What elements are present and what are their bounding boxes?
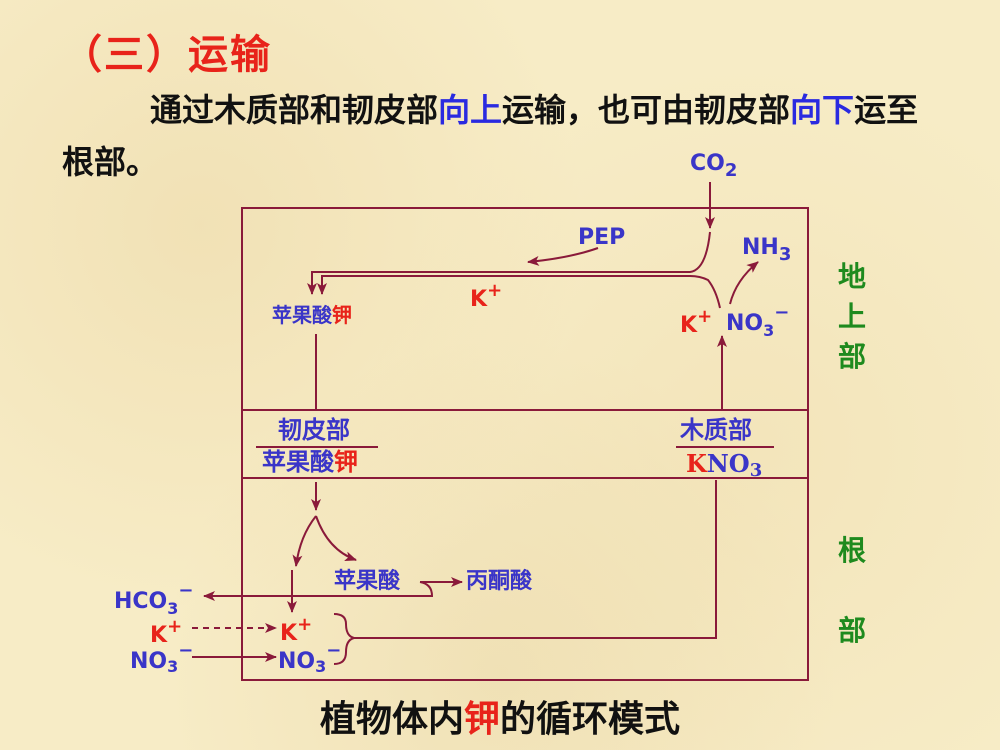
above-ground-char-2: 上	[838, 300, 866, 333]
split-right-arrow	[315, 515, 357, 562]
diagram-caption: 植物体内钾的循环模式	[0, 690, 1000, 742]
assimilation-arrow	[307, 231, 711, 295]
k-plus-top-label: K+	[470, 280, 502, 312]
hco3-label: HCO3−	[114, 580, 194, 618]
xylem-label: 木质部	[679, 415, 752, 444]
root-char-2: 部	[838, 614, 866, 647]
split-left-arrow	[292, 515, 317, 567]
no3-soil-label: NO3−	[130, 640, 193, 676]
k-plus-soil-label: K+	[150, 616, 182, 648]
pep-label: PEP	[578, 225, 625, 250]
nh3-label: NH3	[742, 235, 791, 265]
caption-text-2: 的循环模式	[500, 698, 681, 740]
para-emphasis-up: 向上	[438, 91, 503, 129]
hco3-arrow	[203, 581, 434, 601]
para-emphasis-down: 向下	[790, 91, 855, 129]
section-heading: （三）运输	[62, 32, 272, 78]
k-plus-root-label: K+	[280, 614, 312, 646]
diagram-frame	[241, 207, 809, 681]
no3-root-label: NO3−	[278, 640, 341, 676]
pyruvate-label: 丙酮酸	[466, 568, 533, 594]
pep-arrow	[527, 247, 599, 266]
above-ground-char-3: 部	[838, 340, 866, 373]
intro-paragraph: 通过木质部和韧皮部向上运输，也可由韧皮部向下运至根部。	[62, 84, 942, 188]
para-text-2: 运输，也可由韧皮部	[502, 91, 791, 129]
malic-acid-label: 苹果酸	[334, 568, 401, 594]
above-ground-char-1: 地	[838, 260, 866, 293]
caption-potassium: 钾	[463, 698, 500, 740]
caption-text-1: 植物体内	[319, 698, 464, 740]
phloem-label: 韧皮部	[278, 415, 350, 444]
k-supply-arrow	[317, 275, 721, 309]
no3-shoot-label: NO3−	[726, 302, 789, 340]
potassium-malate-label: 苹果酸钾	[272, 303, 352, 327]
phloem-content-label: 苹果酸钾	[262, 447, 358, 476]
root-char-1: 根	[838, 534, 866, 567]
para-text-1: 通过木质部和韧皮部	[150, 91, 439, 129]
xylem-content-label: KNO3	[686, 449, 762, 481]
xylem-loading-line	[354, 480, 717, 639]
co2-label: CO2	[690, 151, 737, 181]
nitrate-reduction-arrow	[729, 261, 759, 305]
k-plus-shoot-label: K+	[680, 306, 712, 338]
para-text-3: 运至根部。	[62, 91, 919, 181]
